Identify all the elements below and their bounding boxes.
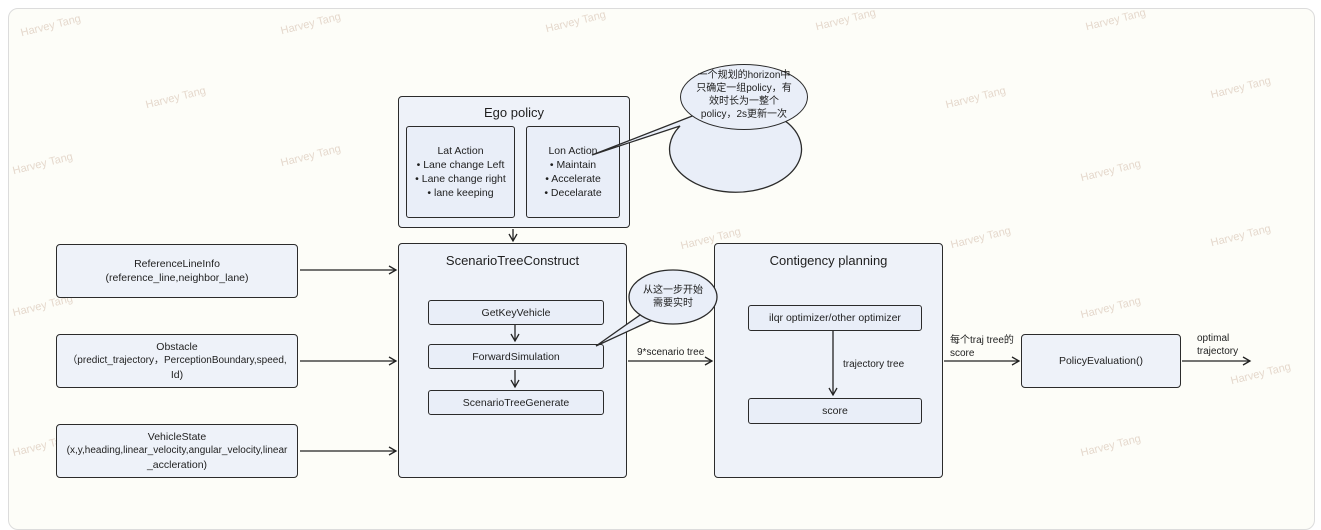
ego-policy-box: Ego policy Lat Action Lane change Left L… bbox=[398, 96, 630, 228]
lat-action-item: Lane change Left bbox=[415, 158, 506, 172]
scenario-tree-generate-label: ScenarioTreeGenerate bbox=[462, 396, 570, 409]
obstacle-box: Obstacle （predict_trajectory，PerceptionB… bbox=[56, 334, 298, 388]
lon-action-item: Maintain bbox=[544, 158, 601, 172]
lat-action-item: Lane change right bbox=[415, 172, 506, 186]
contingency-planning-title: Contigency planning bbox=[769, 253, 888, 268]
lat-action-item: lane keeping bbox=[415, 186, 506, 200]
lat-action-list: Lane change Left Lane change right lane … bbox=[415, 158, 506, 200]
obstacle-fields-cont: Id) bbox=[170, 369, 184, 381]
score-edge-line: 每个traj tree的 bbox=[950, 335, 1014, 346]
callout-top-ellipse bbox=[680, 64, 808, 130]
reference-line-info-fields: (reference_line,neighbor_lane) bbox=[105, 272, 249, 284]
callout-top-line: 只确定一组policy，有 bbox=[696, 83, 792, 94]
vehicle-state-title: VehicleState bbox=[147, 431, 207, 443]
get-key-vehicle-step: GetKeyVehicle bbox=[428, 300, 604, 325]
forward-simulation-step: ForwardSimulation bbox=[428, 344, 604, 369]
callout-mid-joint bbox=[648, 303, 668, 315]
score-label: score bbox=[822, 405, 848, 417]
callout-mid-line: 从这一步开始 bbox=[643, 285, 703, 296]
vehicle-state-box: VehicleState (x,y,heading,linear_velocit… bbox=[56, 424, 298, 478]
scenario-tree-generate-step: ScenarioTreeGenerate bbox=[428, 390, 604, 415]
score-step: score bbox=[748, 398, 922, 424]
policy-evaluation-box: PolicyEvaluation() bbox=[1021, 334, 1181, 388]
callout-top-text: 一个规划的horizon中 只确定一组policy，有 效时长为一整个 poli… bbox=[686, 69, 802, 121]
obstacle-fields: （predict_trajectory，PerceptionBoundary,s… bbox=[67, 355, 287, 366]
ego-policy-title: Ego policy bbox=[484, 105, 544, 120]
scenario-tree-construct-title: ScenarioTreeConstruct bbox=[445, 253, 580, 268]
callout-top-line: 一个规划的horizon中 bbox=[697, 70, 791, 81]
forward-simulation-label: ForwardSimulation bbox=[472, 350, 560, 363]
optimal-trajectory-label: optimal trajectory bbox=[1197, 332, 1238, 358]
connector-layer bbox=[300, 105, 1252, 456]
lat-action-heading: Lat Action bbox=[437, 145, 484, 157]
callout-mid-text: 从这一步开始 需要实时 bbox=[633, 284, 713, 310]
vehicle-state-fields: (x,y,heading,linear_velocity,angular_vel… bbox=[66, 445, 288, 456]
policy-evaluation-label: PolicyEvaluation() bbox=[1058, 355, 1144, 367]
optimizer-step: ilqr optimizer/other optimizer bbox=[748, 305, 922, 331]
obstacle-title: Obstacle bbox=[156, 341, 198, 353]
score-edge-line: score bbox=[950, 348, 975, 359]
callout-mid-line: 需要实时 bbox=[653, 298, 693, 309]
callout-top-line: 效时长为一整个 bbox=[709, 96, 779, 107]
lon-action-box: Lon Action Maintain Accelerate Decelarat… bbox=[526, 126, 620, 218]
reference-line-info-box: ReferenceLineInfo (reference_line,neighb… bbox=[56, 244, 298, 298]
contingency-planning-box: Contigency planning ilqr optimizer/other… bbox=[714, 243, 943, 478]
trajectory-tree-edge-label: trajectory tree bbox=[843, 359, 905, 370]
optimal-trajectory-line: optimal bbox=[1197, 333, 1230, 344]
lat-action-box: Lat Action Lane change Left Lane change … bbox=[406, 126, 515, 218]
vehicle-state-fields-cont: _accleration) bbox=[146, 459, 208, 471]
lon-action-heading: Lon Action bbox=[548, 145, 598, 157]
scenario-tree-edge-label: 9*scenario tree bbox=[637, 347, 705, 358]
optimal-trajectory-line: trajectory bbox=[1197, 346, 1239, 357]
callout-top-line: policy，2s更新一次 bbox=[700, 109, 788, 120]
optimizer-label: ilqr optimizer/other optimizer bbox=[769, 312, 901, 324]
reference-line-info-title: ReferenceLineInfo bbox=[134, 258, 220, 270]
get-key-vehicle-label: GetKeyVehicle bbox=[481, 306, 551, 319]
lon-action-item: Accelerate bbox=[544, 172, 601, 186]
lon-action-list: Maintain Accelerate Decelarate bbox=[544, 158, 602, 200]
scenario-tree-construct-box: ScenarioTreeConstruct GetKeyVehicle Forw… bbox=[398, 243, 627, 478]
score-edge-label: 每个traj tree的 score bbox=[950, 334, 1014, 360]
lon-action-item: Decelarate bbox=[544, 186, 602, 200]
